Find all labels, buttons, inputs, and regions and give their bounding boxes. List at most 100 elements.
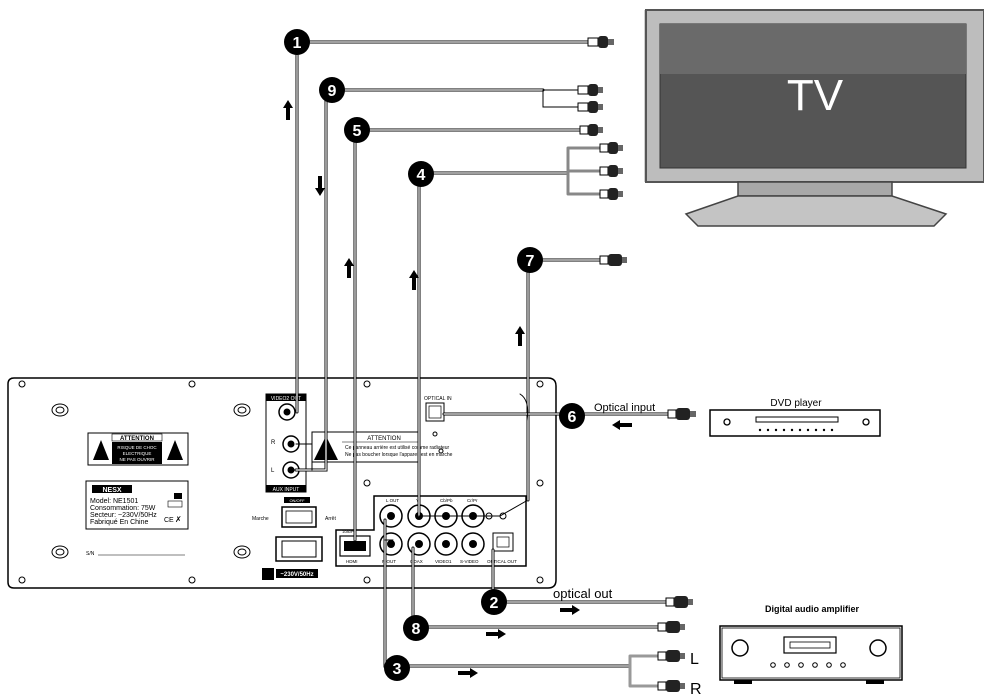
marker-4: 4 xyxy=(408,161,434,187)
optical-in-label: OPTICAL IN xyxy=(424,396,452,402)
marker-1: 1 xyxy=(284,29,310,55)
weee-bin-icon: ✗ xyxy=(175,515,182,524)
svg-text:8: 8 xyxy=(412,621,421,638)
plug-6 xyxy=(667,408,696,420)
plug-4b xyxy=(599,165,623,177)
l-out-label: L OUT xyxy=(386,498,399,503)
optical-out-text: optical out xyxy=(553,586,613,601)
aux-input-label: AUX INPUT xyxy=(273,487,300,493)
cr-pr-label: Cr/Pr xyxy=(467,498,478,503)
tv-label: TV xyxy=(787,71,844,120)
plug-7 xyxy=(599,254,627,266)
optical-out-label: OPTICAL OUT xyxy=(487,559,517,564)
amp-display xyxy=(783,636,837,654)
right-channel-label: R xyxy=(690,681,702,698)
plug-3l xyxy=(657,650,685,662)
arrow-up-icon xyxy=(344,258,354,278)
aux-r-label: R xyxy=(271,440,276,446)
dvd-player: DVD player xyxy=(709,398,881,437)
s-video-label: S-VIDEO xyxy=(460,559,479,564)
attention2-title: ATTENTION xyxy=(367,436,401,442)
marker-2: 2 xyxy=(481,589,507,615)
svg-text:7: 7 xyxy=(526,253,535,270)
attention-label-2: ATTENTION Ce panneau arrière est utilisé… xyxy=(311,431,453,463)
amp-knob-right xyxy=(869,639,887,657)
made-in-text: Fabriqué En Chine xyxy=(90,519,148,526)
marker-9: 9 xyxy=(319,77,345,103)
dvd-label: DVD player xyxy=(770,398,822,409)
svg-text:1: 1 xyxy=(293,35,302,52)
attention2-line2: Ne pas boucher lorsque l'appareil est en… xyxy=(345,452,453,458)
optical-input-label: Optical input xyxy=(594,402,655,414)
marker-7: 7 xyxy=(517,247,543,273)
power-block: ON/OFF Marche Arrêt ~230V/50Hz xyxy=(252,497,336,580)
arrow-up-icon xyxy=(515,326,525,346)
aux-l-label: L xyxy=(271,468,275,474)
cable-9 xyxy=(294,88,579,472)
svg-text:4: 4 xyxy=(417,167,426,184)
direction-arrows xyxy=(283,100,632,678)
serial-number-label: S/N xyxy=(86,551,95,557)
arrow-down-icon xyxy=(315,176,325,196)
attention-line1: RISQUE DE CHOC xyxy=(117,445,157,450)
arrow-right-icon xyxy=(486,629,506,639)
model-label: NESX Model: NE1501 Consommation: 75W Sec… xyxy=(85,480,189,530)
tv-stand xyxy=(684,195,948,227)
brand-logo: NESX xyxy=(102,487,121,494)
video2-out-label: VIDEO2 OUT xyxy=(271,396,301,402)
panel-screws xyxy=(51,403,251,559)
number-markers: 1 9 5 4 7 6 2 8 3 xyxy=(284,29,585,681)
arrow-up-icon xyxy=(283,100,293,120)
plug-2 xyxy=(665,596,693,608)
plug-1 xyxy=(587,36,614,48)
p1080-label: 1080P xyxy=(342,529,354,534)
arrow-left-icon xyxy=(612,420,632,430)
marche-label: Marche xyxy=(252,516,269,522)
plugs xyxy=(577,36,696,692)
plug-4c xyxy=(599,188,623,200)
plug-3r xyxy=(657,680,685,692)
marker-6: 6 xyxy=(559,403,585,429)
dvd-buttons xyxy=(758,428,834,432)
attention-label: ATTENTION RISQUE DE CHOC ELECTRIQUE NE P… xyxy=(87,432,189,466)
marker-8: 8 xyxy=(403,615,429,641)
svg-text:9: 9 xyxy=(328,83,337,100)
plug-8 xyxy=(657,621,685,633)
plug-9a xyxy=(577,84,603,96)
svg-text:6: 6 xyxy=(568,409,577,426)
rear-panel: ATTENTION RISQUE DE CHOC ELECTRIQUE NE P… xyxy=(7,377,557,589)
attention-line3: NE PAS OUVRIR xyxy=(120,457,156,462)
digital-audio-amplifier: Digital audio amplifier xyxy=(719,604,903,684)
plug-4a xyxy=(599,142,623,154)
ce-mark-icon: CE xyxy=(164,517,174,524)
coax-label: COAX xyxy=(410,559,423,564)
r-out-label: R OUT xyxy=(382,559,396,564)
svg-text:5: 5 xyxy=(353,123,362,140)
onoff-label: ON/OFF xyxy=(289,498,305,503)
amp-knob-left xyxy=(731,639,749,657)
tv-unit: TV xyxy=(644,9,984,227)
attention-line2: ELECTRIQUE xyxy=(123,451,152,456)
arrow-right-icon xyxy=(560,605,580,615)
model-text: Model: NE1501 xyxy=(90,498,138,505)
arrow-up-icon xyxy=(409,270,419,290)
plug-5 xyxy=(579,124,603,136)
attention-title: ATTENTION xyxy=(120,436,154,442)
arret-label: Arrêt xyxy=(325,516,336,522)
hdmi-label: HDMI xyxy=(346,559,358,564)
marker-3: 3 xyxy=(384,655,410,681)
optical-in-block: OPTICAL IN xyxy=(424,396,452,454)
video1-label: VIDEO1 xyxy=(435,559,452,564)
svg-text:3: 3 xyxy=(393,661,402,678)
power-rating-label: ~230V/50Hz xyxy=(280,572,313,578)
consumption-text: Consommation: 75W xyxy=(90,505,156,512)
left-channel-label: L xyxy=(690,651,699,668)
attention2-line1: Ce panneau arrière est utilisé comme rad… xyxy=(345,445,450,451)
amplifier-label: Digital audio amplifier xyxy=(765,604,860,614)
plug-9b xyxy=(577,101,603,113)
arrow-right-icon xyxy=(458,668,478,678)
svg-text:2: 2 xyxy=(490,595,499,612)
cable-6 xyxy=(442,393,674,421)
marker-5: 5 xyxy=(344,117,370,143)
